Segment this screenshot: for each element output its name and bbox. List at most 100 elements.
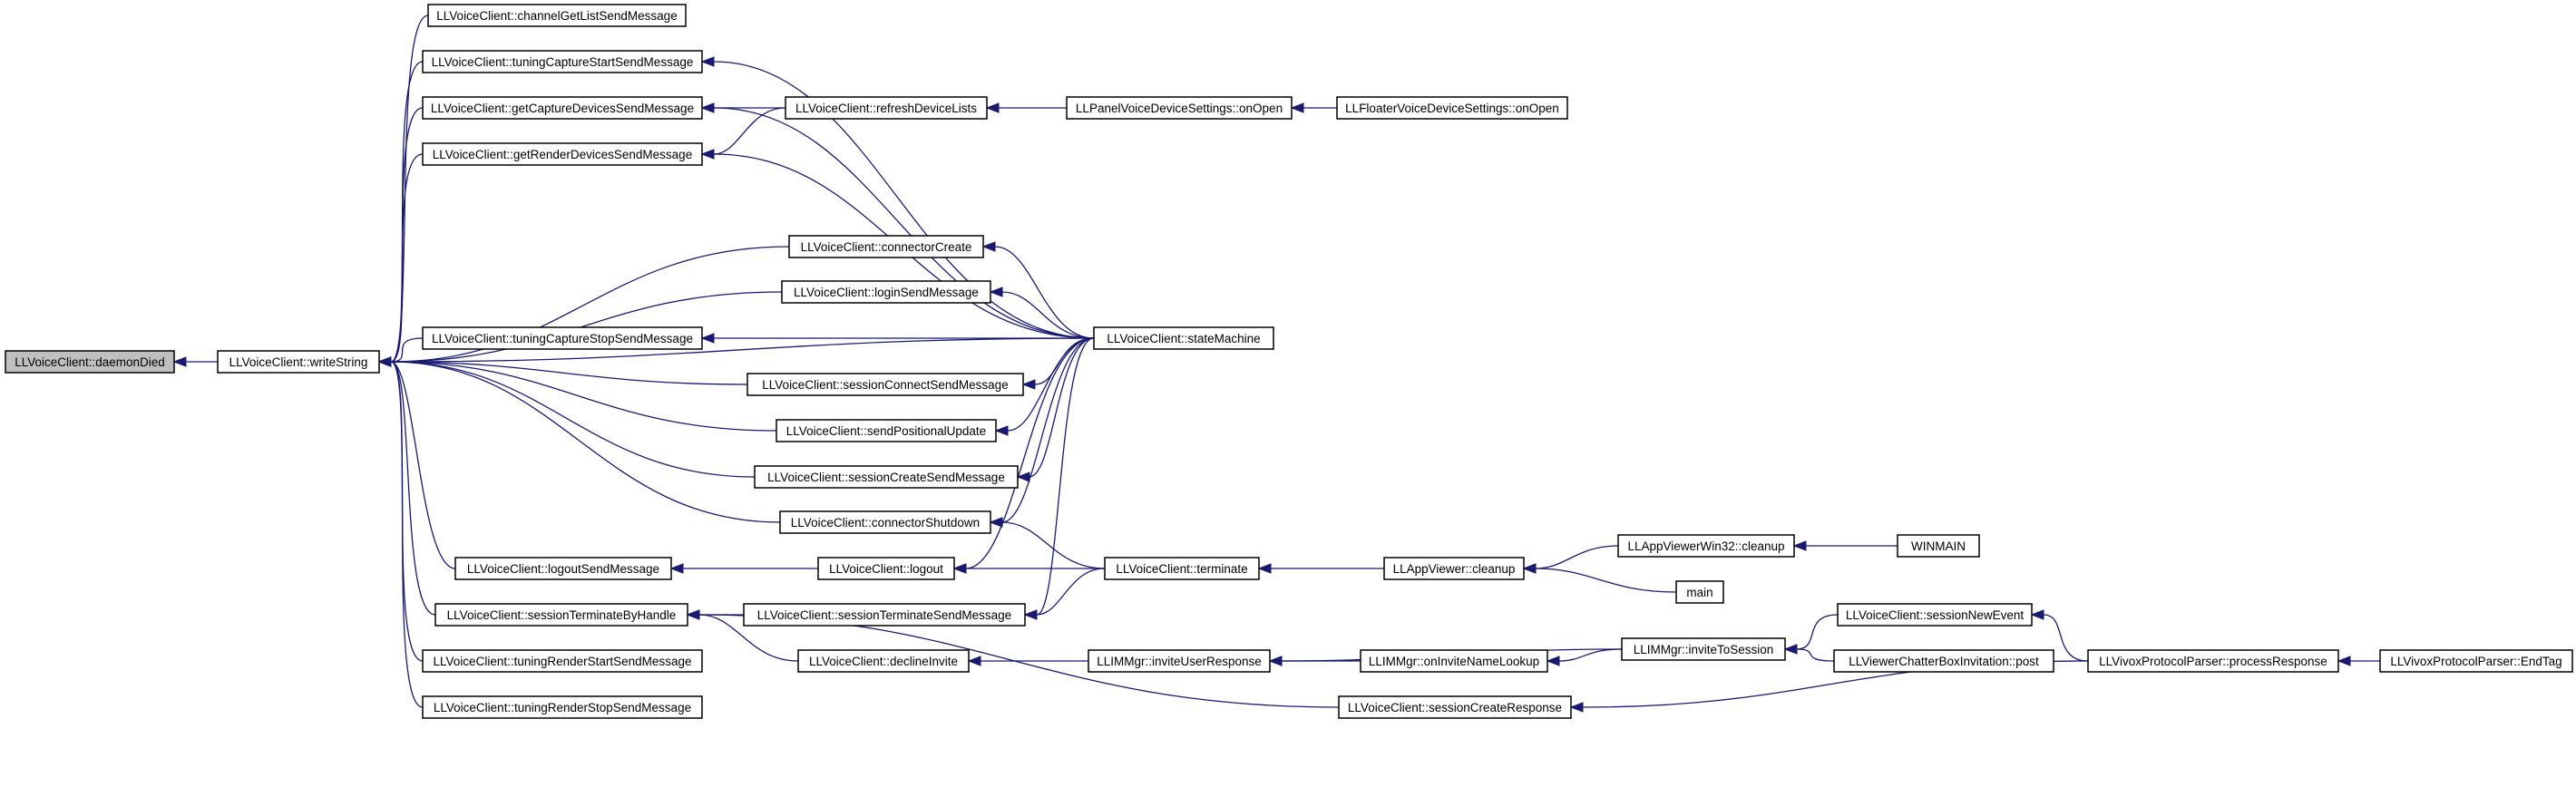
node-win32Cleanup[interactable]: LLAppViewerWin32::cleanup [1617, 534, 1795, 558]
arrowhead-icon [1021, 379, 1036, 390]
edge-line [390, 361, 456, 569]
node-loginSend[interactable]: LLVoiceClient::loginSendMessage [781, 280, 991, 304]
node-main[interactable]: main [1675, 580, 1724, 604]
node-connectorShutdown[interactable]: LLVoiceClient::connectorShutdown [779, 510, 991, 534]
node-label: LLVoiceClient::sendPositionalUpdate [786, 424, 986, 438]
arrowhead-icon [700, 102, 715, 113]
arrowhead-icon [967, 656, 981, 666]
node-box [785, 96, 988, 120]
node-sessionCreateSend[interactable]: LLVoiceClient::sessionCreateSendMessage [754, 465, 1019, 489]
node-sessionNewEvent[interactable]: LLVoiceClient::sessionNewEvent [1837, 603, 2033, 627]
edge-line [2043, 614, 2089, 662]
arrowhead-icon [1268, 656, 1283, 666]
node-box [1675, 580, 1724, 604]
node-box [422, 695, 703, 719]
node-box [2379, 649, 2573, 673]
node-appViewerCleanup[interactable]: LLAppViewer::cleanup [1383, 557, 1525, 580]
edge-line [390, 337, 1095, 363]
arrowhead-icon [1792, 540, 1807, 551]
node-box [422, 142, 703, 166]
edge-stateMachine-to-tuningCaptureStart [700, 56, 1095, 339]
node-daemonDied[interactable]: LLVoiceClient::daemonDied [5, 350, 175, 374]
node-box [2087, 649, 2339, 673]
node-box [1066, 96, 1293, 120]
node-getCaptureDevices[interactable]: LLVoiceClient::getCaptureDevicesSendMess… [422, 96, 703, 120]
node-terminate[interactable]: LLVoiceClient::terminate [1104, 557, 1260, 580]
edge-line [1001, 337, 1095, 523]
node-label: LLVoiceClient::declineInvite [809, 655, 958, 668]
node-box [422, 649, 703, 673]
node-box [454, 557, 672, 580]
edge-terminate-to-sessionTerminateSend [1023, 568, 1106, 620]
arrowhead-icon [952, 563, 967, 574]
node-logout[interactable]: LLVoiceClient::logout [817, 557, 955, 580]
edge-line [390, 361, 424, 662]
node-box [1837, 603, 2033, 627]
node-box [817, 557, 955, 580]
node-channelGetList[interactable]: LLVoiceClient::channelGetListSendMessage [427, 4, 687, 27]
arrowhead-icon [1023, 609, 1038, 620]
node-sessionTerminateByHandle[interactable]: LLVoiceClient::sessionTerminateByHandle [434, 603, 688, 627]
edge-line [1535, 568, 1677, 593]
node-tuningRenderStart[interactable]: LLVoiceClient::tuningRenderStartSendMess… [422, 649, 703, 673]
node-getRenderDevices[interactable]: LLVoiceClient::getRenderDevicesSendMessa… [422, 142, 703, 166]
arrowhead-icon [989, 517, 1003, 528]
node-label: WINMAIN [1911, 539, 1966, 553]
edge-tuningRenderStop-to-writeString [377, 356, 424, 708]
node-inviteUserResponse[interactable]: LLIMMgr::inviteUserResponse [1088, 649, 1271, 673]
node-label: LLVoiceClient::sessionTerminateSendMessa… [757, 608, 1011, 622]
node-logoutSend[interactable]: LLVoiceClient::logoutSendMessage [454, 557, 672, 580]
node-endTag[interactable]: LLVivoxProtocolParser::EndTag [2379, 649, 2573, 673]
node-processResponse[interactable]: LLVivoxProtocolParser::processResponse [2087, 649, 2339, 673]
node-label: LLVoiceClient::sessionCreateSendMessage [767, 471, 1005, 484]
node-inviteToSession[interactable]: LLIMMgr::inviteToSession [1621, 637, 1786, 661]
edge-writeString-to-daemonDied [172, 356, 219, 367]
node-onInviteNameLookup[interactable]: LLIMMgr::onInviteNameLookup [1360, 649, 1548, 673]
arrowhead-icon [700, 56, 715, 67]
edge-line [390, 61, 424, 363]
node-winmain[interactable]: WINMAIN [1897, 534, 1980, 558]
node-declineInvite[interactable]: LLVoiceClient::declineInvite [797, 649, 970, 673]
node-tuningCaptureStart[interactable]: LLVoiceClient::tuningCaptureStartSendMes… [422, 50, 703, 73]
edge-stateMachine-to-writeString [377, 337, 1095, 367]
arrowhead-icon [1016, 471, 1030, 482]
node-label: LLVoiceClient::writeString [229, 355, 368, 369]
arrowhead-icon [377, 356, 392, 367]
edge-line [994, 246, 1095, 339]
edge-line [1001, 521, 1106, 569]
node-sessionCreateResponse[interactable]: LLVoiceClient::sessionCreateResponse [1338, 695, 1572, 719]
node-stateMachine[interactable]: LLVoiceClient::stateMachine [1093, 326, 1274, 350]
node-tuningRenderStop[interactable]: LLVoiceClient::tuningRenderStopSendMessa… [422, 695, 703, 719]
node-label: LLVoiceClient::daemonDied [15, 355, 165, 369]
node-floaterOnOpen[interactable]: LLFloaterVoiceDeviceSettings::onOpen [1336, 96, 1568, 120]
node-sendPositionalUpdate[interactable]: LLVoiceClient::sendPositionalUpdate [776, 419, 997, 442]
node-chatterBoxPost[interactable]: LLViewerChatterBoxInvitation::post [1833, 649, 2054, 673]
node-box [781, 280, 991, 304]
arrowhead-icon [994, 425, 1009, 436]
node-label: LLVoiceClient::terminate [1116, 562, 1247, 576]
node-sessionConnectSend[interactable]: LLVoiceClient::sessionConnectSendMessage [746, 373, 1024, 396]
arrowhead-icon [700, 149, 715, 160]
edge-stateMachine-to-sessionCreateSend [1016, 337, 1095, 482]
edge-line [390, 361, 748, 385]
edge-terminate-to-logout [952, 563, 1105, 574]
edge-line [390, 337, 424, 363]
edge-inviteUserResponse-to-declineInvite [967, 656, 1088, 666]
node-connectorCreate[interactable]: LLVoiceClient::connectorCreate [788, 235, 984, 258]
node-refreshDeviceLists[interactable]: LLVoiceClient::refreshDeviceLists [785, 96, 988, 120]
node-panelOnOpen[interactable]: LLPanelVoiceDeviceSettings::onOpen [1066, 96, 1293, 120]
node-box [1833, 649, 2054, 673]
edge-sessionCreateSend-to-writeString [377, 356, 756, 478]
node-label: LLVoiceClient::connectorShutdown [791, 516, 980, 530]
node-sessionTerminateSend[interactable]: LLVoiceClient::sessionTerminateSendMessa… [743, 603, 1026, 627]
node-tuningCaptureStop[interactable]: LLVoiceClient::tuningCaptureStopSendMess… [422, 326, 703, 350]
node-box [1104, 557, 1260, 580]
node-box [1897, 534, 1980, 558]
node-box [422, 326, 703, 350]
edge-logout-to-logoutSend [669, 563, 818, 574]
node-writeString[interactable]: LLVoiceClient::writeString [217, 350, 380, 374]
edge-line [1535, 545, 1619, 569]
edge-line [1036, 337, 1095, 616]
node-label: LLVoiceClient::refreshDeviceLists [795, 102, 977, 115]
